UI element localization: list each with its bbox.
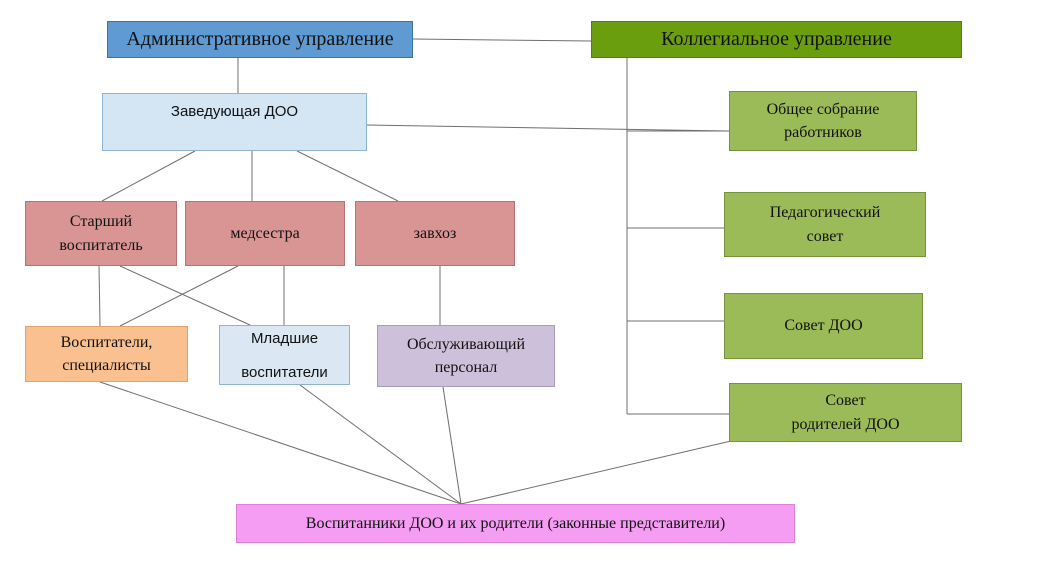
collegial-management-label: Коллегиальное управление: [661, 28, 892, 50]
service-staff-label-line2: персонал: [434, 359, 498, 376]
junior-educators-box: Младшие воспитатели: [219, 325, 350, 385]
general-meeting-label-line2: работников: [784, 124, 862, 141]
junior-educators-label-line1: Младшие: [250, 330, 319, 347]
parents-council-box: Совет родителей ДОО: [729, 383, 962, 442]
connector-junior-pupils: [299, 384, 462, 505]
pupils-and-parents-box: Воспитанники ДОО и их родители (законные…: [236, 504, 795, 543]
connector-head-meeting: [366, 124, 730, 132]
steward-label: завхоз: [413, 224, 457, 242]
administrative-management-label: Административное управление: [126, 28, 394, 50]
nurse-label: медсестра: [230, 224, 300, 242]
nurse-box: медсестра: [185, 201, 345, 266]
head-of-doo-box: Заведующая ДОО: [102, 93, 367, 151]
connector-senior-junior: [119, 265, 251, 326]
pedagogical-council-label-line2: совет: [806, 227, 844, 245]
parents-council-label-line2: родителей ДОО: [791, 415, 900, 433]
steward-box: завхоз: [355, 201, 515, 266]
connector-senior-educators: [98, 265, 101, 327]
general-meeting-box: Общее собрание работников: [729, 91, 917, 151]
head-of-doo-label: Заведующая ДОО: [170, 103, 299, 120]
service-staff-box: Обслуживающий персонал: [377, 325, 555, 387]
educators-label-line2: специалисты: [62, 357, 151, 374]
collegial-management-box: Коллегиальное управление: [591, 21, 962, 58]
connector-head-steward: [296, 150, 399, 202]
senior-educator-box: Старший воспитатель: [25, 201, 177, 266]
connector-head-senior: [101, 150, 196, 202]
pedagogical-council-label-line1: Педагогический: [769, 204, 881, 222]
pupils-and-parents-label: Воспитанники ДОО и их родители (законные…: [305, 514, 726, 532]
connector-nurse-educators: [119, 265, 239, 327]
pedagogical-council-box: Педагогический совет: [724, 192, 926, 257]
parents-council-label-line1: Совет: [825, 392, 866, 410]
doo-council-box: Совет ДОО: [724, 293, 923, 359]
senior-educator-label-line2: воспитатель: [59, 236, 143, 254]
junior-educators-label-line2: воспитатели: [241, 364, 328, 381]
connector-service-pupils: [442, 386, 462, 505]
administrative-management-box: Административное управление: [107, 21, 413, 58]
connector-parents-pupils: [460, 440, 732, 505]
service-staff-label-line1: Обслуживающий: [406, 335, 526, 353]
educators-specialists-box: Воспитатели, специалисты: [25, 326, 188, 382]
connector-admin-collegial: [412, 38, 592, 42]
doo-council-label: Совет ДОО: [784, 317, 863, 335]
educators-label-line1: Воспитатели,: [60, 333, 153, 351]
connector-educators-pupils: [99, 381, 462, 505]
general-meeting-label-line1: Общее собрание: [766, 100, 880, 118]
senior-educator-label-line1: Старший: [69, 213, 133, 231]
